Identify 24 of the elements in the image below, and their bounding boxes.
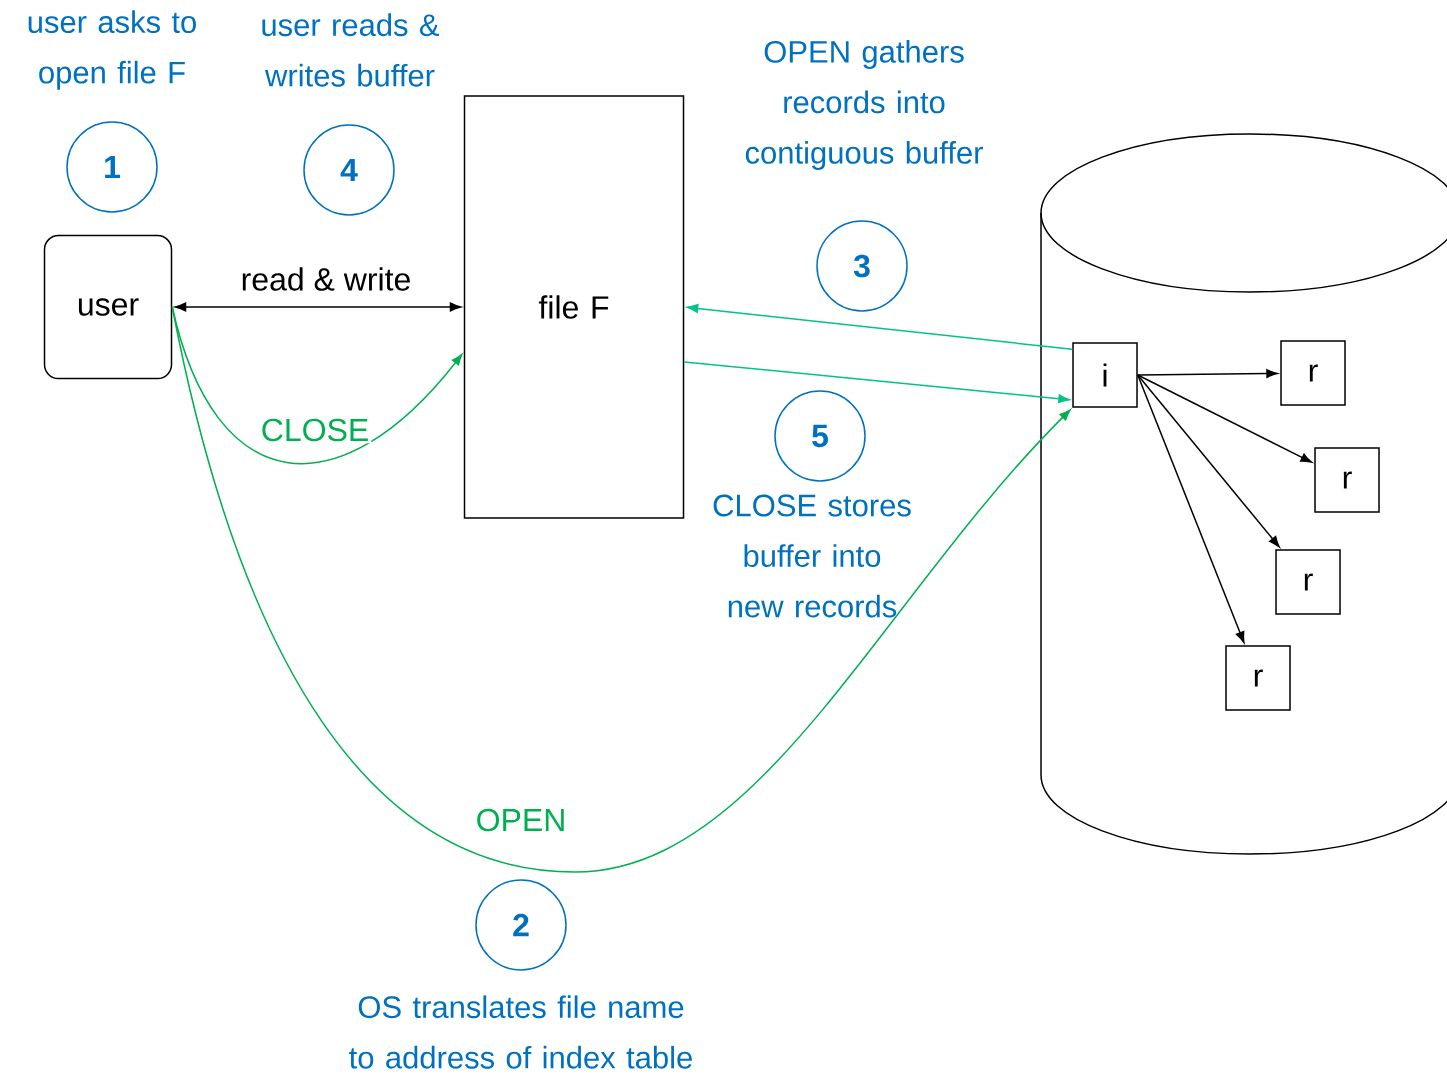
arrow xyxy=(1137,374,1313,463)
arrow xyxy=(683,361,1070,404)
caption-text: user asks to open file F xyxy=(28,10,196,90)
file-box: file F xyxy=(463,95,685,519)
arrow xyxy=(686,304,1073,350)
edge-label: OPEN xyxy=(473,806,569,834)
disk-drawing xyxy=(1040,133,1447,855)
user-box: user xyxy=(43,234,173,380)
caption-text: OS translates file name to address of index table xyxy=(349,995,692,1069)
arrow xyxy=(1137,374,1280,548)
arrow xyxy=(174,302,462,312)
record-box: r xyxy=(1225,645,1291,711)
arrow xyxy=(1137,369,1278,378)
index-box: i xyxy=(1072,342,1138,408)
arrow xyxy=(171,306,1071,873)
edge-label: read & write xyxy=(238,265,414,293)
record-box: r xyxy=(1280,340,1346,406)
caption-text: user reads & writes buffer xyxy=(262,13,440,87)
record-box: r xyxy=(1275,549,1341,615)
caption-text: CLOSE stores buffer into new records xyxy=(713,494,911,618)
caption-text: OPEN gathers records into contiguous buffer xyxy=(745,40,983,170)
edge-label: CLOSE xyxy=(258,416,372,444)
record-box: r xyxy=(1314,447,1380,513)
arrow xyxy=(1137,374,1245,643)
